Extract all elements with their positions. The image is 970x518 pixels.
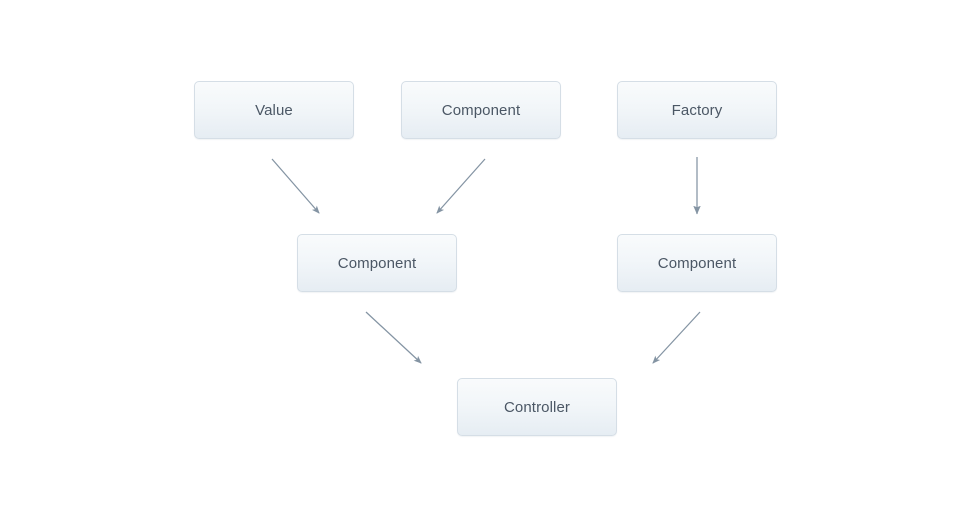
node-component-mid-right[interactable]: Component [617,234,777,292]
node-factory-label: Factory [671,101,723,119]
node-component-mid-left[interactable]: Component [297,234,457,292]
edge-component-to-component [436,158,486,214]
node-component-top-label: Component [441,101,521,119]
node-value[interactable]: Value [194,81,354,139]
edge-component-to-controller-right [652,311,701,364]
node-factory[interactable]: Factory [617,81,777,139]
node-controller[interactable]: Controller [457,378,617,436]
node-value-label: Value [255,101,293,119]
node-component-mid-right-label: Component [657,254,737,272]
edge-component-to-controller-left [365,311,422,364]
edge-value-to-component [271,158,320,214]
node-component-mid-left-label: Component [337,254,417,272]
node-component-top[interactable]: Component [401,81,561,139]
node-controller-label: Controller [503,398,571,416]
